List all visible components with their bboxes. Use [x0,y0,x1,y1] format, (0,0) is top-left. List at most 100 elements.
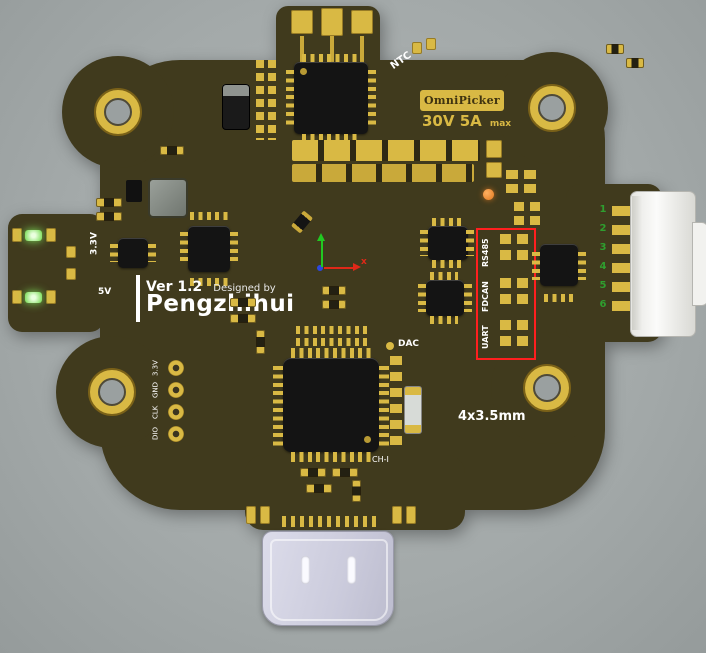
solder-pad [406,506,416,524]
status-led [25,292,42,303]
solder-pad [321,8,343,36]
trace [330,36,334,64]
chip-pins [418,284,426,312]
passive-component [306,484,332,493]
pad-pair [514,202,540,211]
mcu-pins-bottom [291,452,371,462]
pad-pair [506,184,540,193]
rating-suffix: max [489,119,512,129]
rail-5v-label: 5V [98,287,112,297]
chip-pins [532,252,540,280]
regulator-chip [118,238,148,268]
pad-array [544,294,574,302]
mcu-pins-left [273,366,283,446]
capacitor-bank [292,140,480,161]
chip-pins [180,232,188,264]
chip-pins [368,70,376,126]
chip-pins [466,230,474,256]
passive-component [96,212,122,221]
mount-note-label: 4x3.5mm [458,409,526,424]
transistor [126,180,142,202]
uart-label: UART [481,325,490,349]
connector-latch [692,222,706,306]
version-label: Ver 1.2 [146,279,203,295]
version-line: Ver 1.2 Designed by [146,276,296,295]
solder-pad [12,228,22,242]
solder-pad [46,228,56,242]
capacitor-bank [292,164,474,182]
passive-component [230,298,256,307]
pin-number-6: 6 [599,299,607,310]
transceiver-chip [426,280,464,316]
debug-label-clk: CLK [151,405,160,419]
passive-component [256,330,265,354]
chip-pins [430,272,458,280]
debug-label-3v3: 3.3V [151,360,160,376]
solder-pad [66,268,76,280]
solder-pad [412,42,422,54]
passive-component [626,58,644,68]
chip-pins [464,284,472,312]
rs485-pads [500,234,528,244]
pad-column [390,356,402,452]
debug-label-gnd: GND [151,381,160,399]
silkscreen-bar [136,275,140,322]
chip-pins [578,252,586,280]
solder-pad [66,246,76,258]
mcu-pin1-marker [364,436,371,443]
passive-component [606,44,624,54]
main-mcu-chip [283,358,379,452]
inductor [222,84,250,130]
solder-pad [46,290,56,304]
passive-component [352,480,361,502]
usb-c-connector [262,531,394,626]
axis-y-arrowhead [317,233,325,241]
pad-array [190,212,228,220]
rail-3v3-label: 3.3V [89,232,100,256]
connector-shading [632,196,642,330]
power-chip [188,226,230,272]
rating-text: 30V 5A [422,112,482,130]
passive-component [96,198,122,207]
solder-pad [260,506,270,524]
interface-highlight-box [476,228,536,360]
rs485-pads [500,250,528,260]
orange-fiducial [483,189,494,200]
pin-number-1: 1 [599,204,607,215]
pad-pair [514,216,540,225]
usb-c-slot [301,556,310,584]
chip-pins [420,230,428,256]
fdcan-label: FDCAN [481,281,490,313]
chip-pins [230,232,238,264]
axis-x-arrow [324,267,354,269]
chip-pins [148,244,156,262]
dac-pad [386,342,394,350]
pin-number-3: 3 [599,242,607,253]
debug-label-dio: DIO [151,427,160,441]
rs485-label: RS485 [481,238,490,268]
solder-pad [426,38,436,50]
chip-pins [432,218,462,226]
dac-label: DAC [398,339,420,349]
solder-pad [12,290,22,304]
solder-pad [486,140,502,158]
axis-x-arrowhead [353,263,361,271]
chip-pins [286,70,294,126]
usb-pin-row [282,516,380,527]
mcu-pins-top [291,348,371,358]
pin-number-5: 5 [599,280,607,291]
passive-component [300,468,326,477]
pad-array [190,278,228,286]
debug-pad-gnd [168,382,184,398]
debug-pad-3v3 [168,360,184,376]
brand-badge: OmniPicker [420,90,504,111]
uart-pads [500,336,528,346]
fdcan-pads [500,278,528,288]
chip-pins [302,134,360,142]
pad-array [296,326,368,334]
pin-number-2: 2 [599,223,607,234]
trace [300,36,304,64]
transceiver-chip [428,226,468,260]
pad-array [268,60,276,140]
